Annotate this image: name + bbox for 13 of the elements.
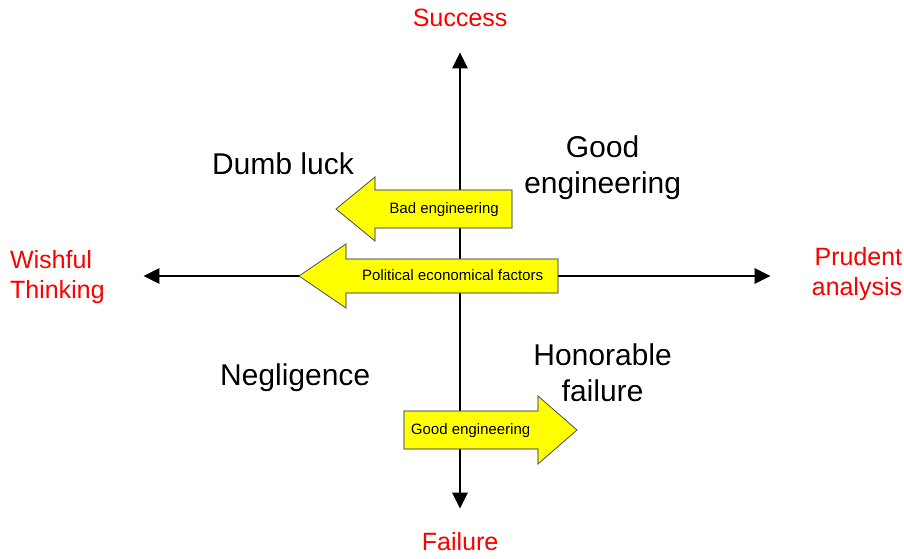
axis-label: Failure <box>420 527 500 557</box>
block-arrow <box>335 176 513 242</box>
quadrant-label: Dumb luck <box>212 147 354 183</box>
arrow-label: Political economical factors <box>362 267 543 284</box>
quadrant-label: Negligence <box>220 358 370 394</box>
arrow-label: Good engineering <box>410 421 530 438</box>
axis-label: Wishful Thinking <box>10 245 106 305</box>
axis-label: Success <box>412 3 508 33</box>
quadrant-label: Good engineering <box>523 130 682 202</box>
block-arrow <box>298 243 559 309</box>
quadrant-label: Honorable failure <box>532 338 673 410</box>
axis-label: Prudent analysis <box>810 242 902 302</box>
arrow-label: Bad engineering <box>389 200 499 217</box>
